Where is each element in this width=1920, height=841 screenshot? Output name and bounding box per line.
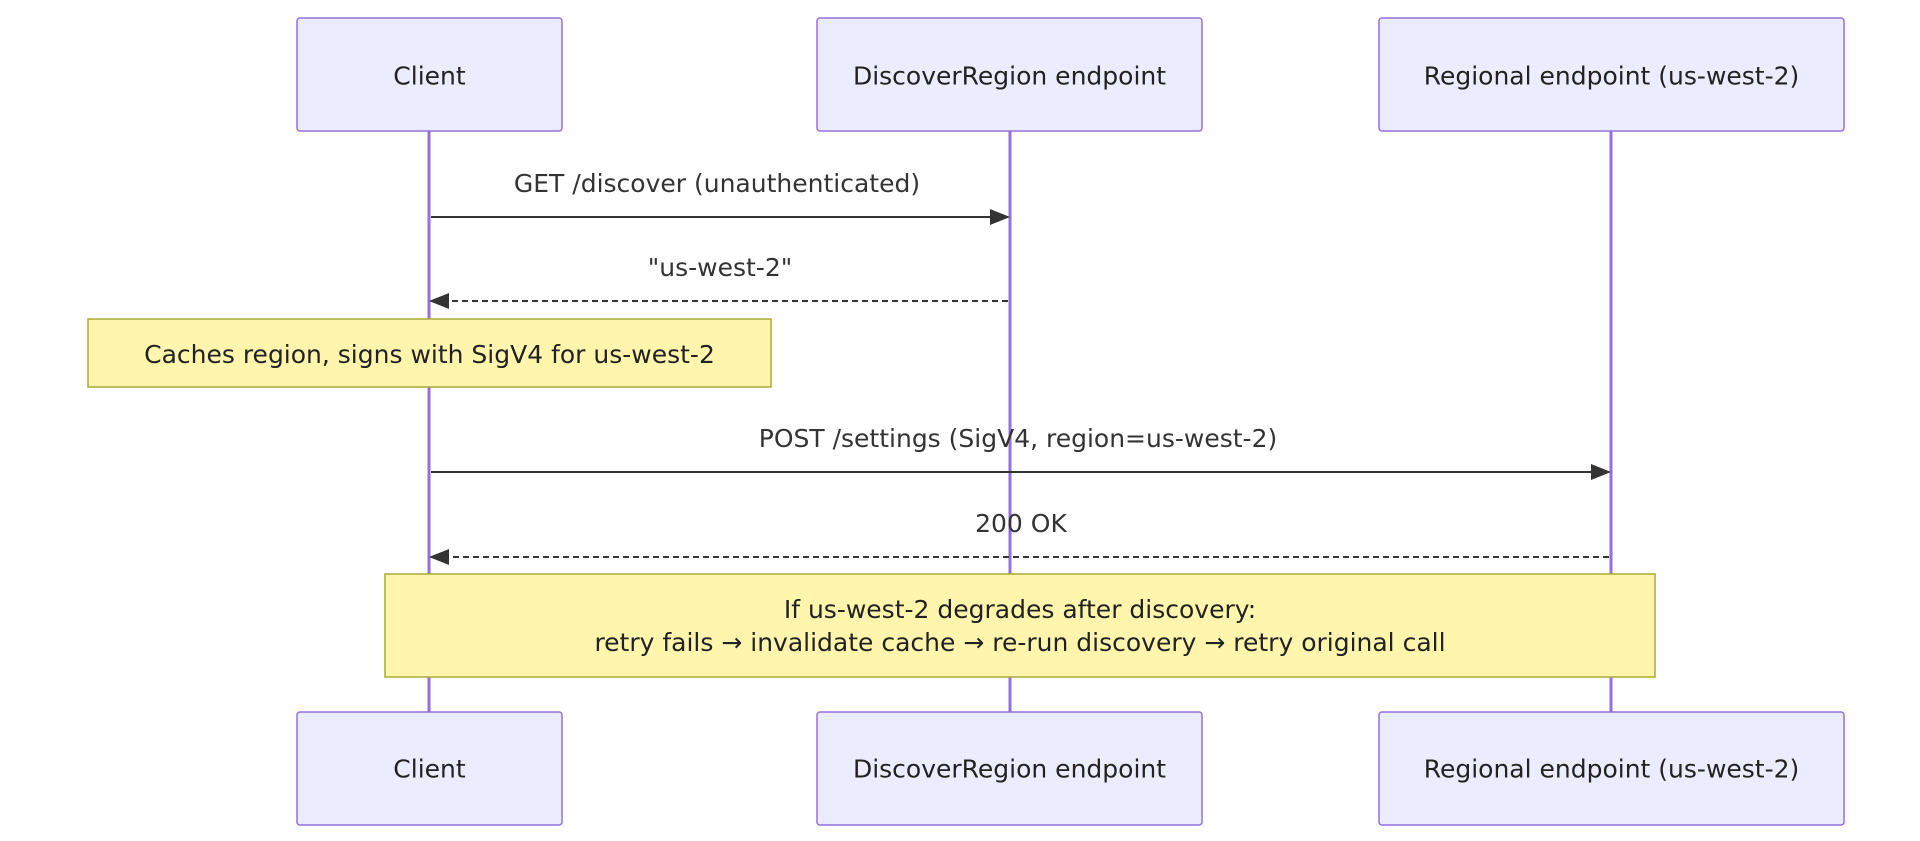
actor-client-top-label: Client [393, 62, 466, 91]
note-caches-region-text: Caches region, signs with SigV4 for us-w… [144, 340, 715, 369]
message-200-ok-label: 200 OK [975, 509, 1067, 538]
message-region-response: "us-west-2" [429, 253, 1008, 309]
message-get-discover: GET /discover (unauthenticated) [431, 169, 1010, 225]
actor-discover-region-top-label: DiscoverRegion endpoint [853, 62, 1166, 91]
actor-discover-region-top: DiscoverRegion endpoint [816, 17, 1203, 132]
note-degradation-line-2: retry fails → invalidate cache → re-run … [594, 628, 1445, 657]
actor-regional-endpoint-bottom: Regional endpoint (us-west-2) [1378, 711, 1845, 826]
message-post-settings-label: POST /settings (SigV4, region=us-west-2) [759, 424, 1277, 453]
note-caches-region: Caches region, signs with SigV4 for us-w… [87, 318, 772, 388]
message-region-response-label: "us-west-2" [648, 253, 792, 282]
actor-client-bottom: Client [296, 711, 563, 826]
message-post-settings: POST /settings (SigV4, region=us-west-2) [431, 424, 1611, 480]
message-get-discover-label: GET /discover (unauthenticated) [514, 169, 920, 198]
actor-regional-endpoint-bottom-label: Regional endpoint (us-west-2) [1424, 755, 1800, 784]
note-degradation-line-1: If us-west-2 degrades after discovery: [784, 595, 1256, 624]
actor-discover-region-bottom-label: DiscoverRegion endpoint [853, 755, 1166, 784]
actor-regional-endpoint-top-label: Regional endpoint (us-west-2) [1424, 62, 1800, 91]
actor-client-bottom-label: Client [393, 755, 466, 784]
actor-regional-endpoint-top: Regional endpoint (us-west-2) [1378, 17, 1845, 132]
note-degradation: If us-west-2 degrades after discovery: r… [384, 573, 1656, 678]
actor-client-top: Client [296, 17, 563, 132]
message-200-ok: 200 OK [429, 509, 1609, 565]
actor-discover-region-bottom: DiscoverRegion endpoint [816, 711, 1203, 826]
